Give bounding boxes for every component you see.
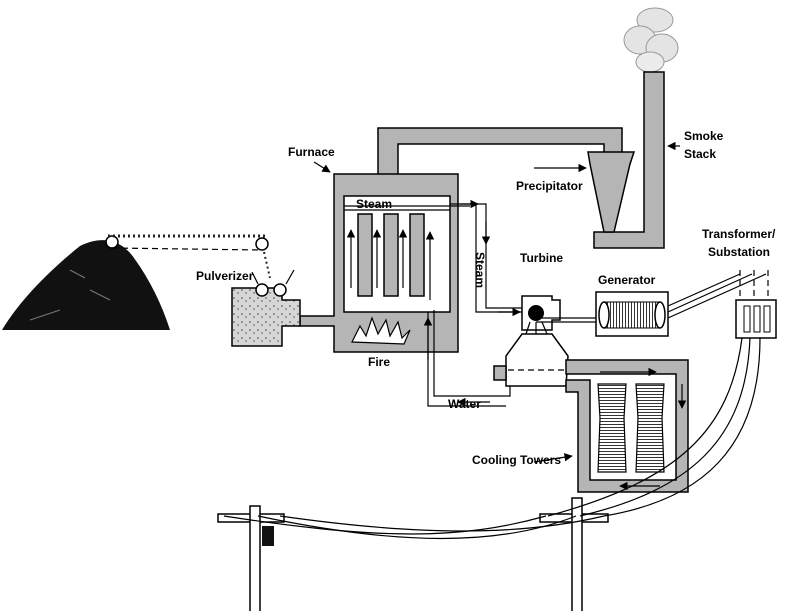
turbine — [520, 295, 596, 347]
generator — [595, 291, 669, 337]
smoke-stack-label-1: Smoke — [684, 129, 724, 143]
precipitator-label: Precipitator — [516, 179, 583, 193]
coal-pile — [2, 240, 170, 330]
conveyor — [105, 234, 271, 279]
water-line — [423, 310, 511, 407]
cooling-towers-label: Cooling Towers — [472, 453, 561, 467]
steam-side-label: Steam — [473, 252, 487, 288]
condenser — [505, 333, 569, 387]
generator-output-lines — [667, 273, 767, 319]
cooling-loop — [565, 359, 689, 493]
steam-top-label: Steam — [356, 197, 392, 211]
steam-line — [450, 203, 526, 313]
transformer-label-2: Substation — [708, 245, 770, 259]
turbine-label: Turbine — [520, 251, 563, 265]
transformer-substation — [735, 270, 777, 339]
cooling-towers — [597, 383, 665, 473]
precipitator — [587, 151, 636, 233]
label-arrows — [313, 141, 680, 463]
pulverizer-label: Pulverizer — [196, 269, 254, 283]
power-lines — [217, 337, 761, 611]
fire-label: Fire — [368, 355, 390, 369]
water-label: Water — [448, 397, 481, 411]
smoke-stack-label-2: Stack — [684, 147, 716, 161]
fire — [351, 316, 411, 345]
pulverizer — [231, 269, 301, 347]
transformer-label-1: Transformer/ — [702, 227, 776, 241]
furnace-label: Furnace — [288, 145, 335, 159]
boiler-tubes — [344, 205, 470, 300]
smoke-cloud — [623, 7, 679, 73]
smoke-stack — [593, 71, 665, 249]
generator-label: Generator — [598, 273, 656, 287]
